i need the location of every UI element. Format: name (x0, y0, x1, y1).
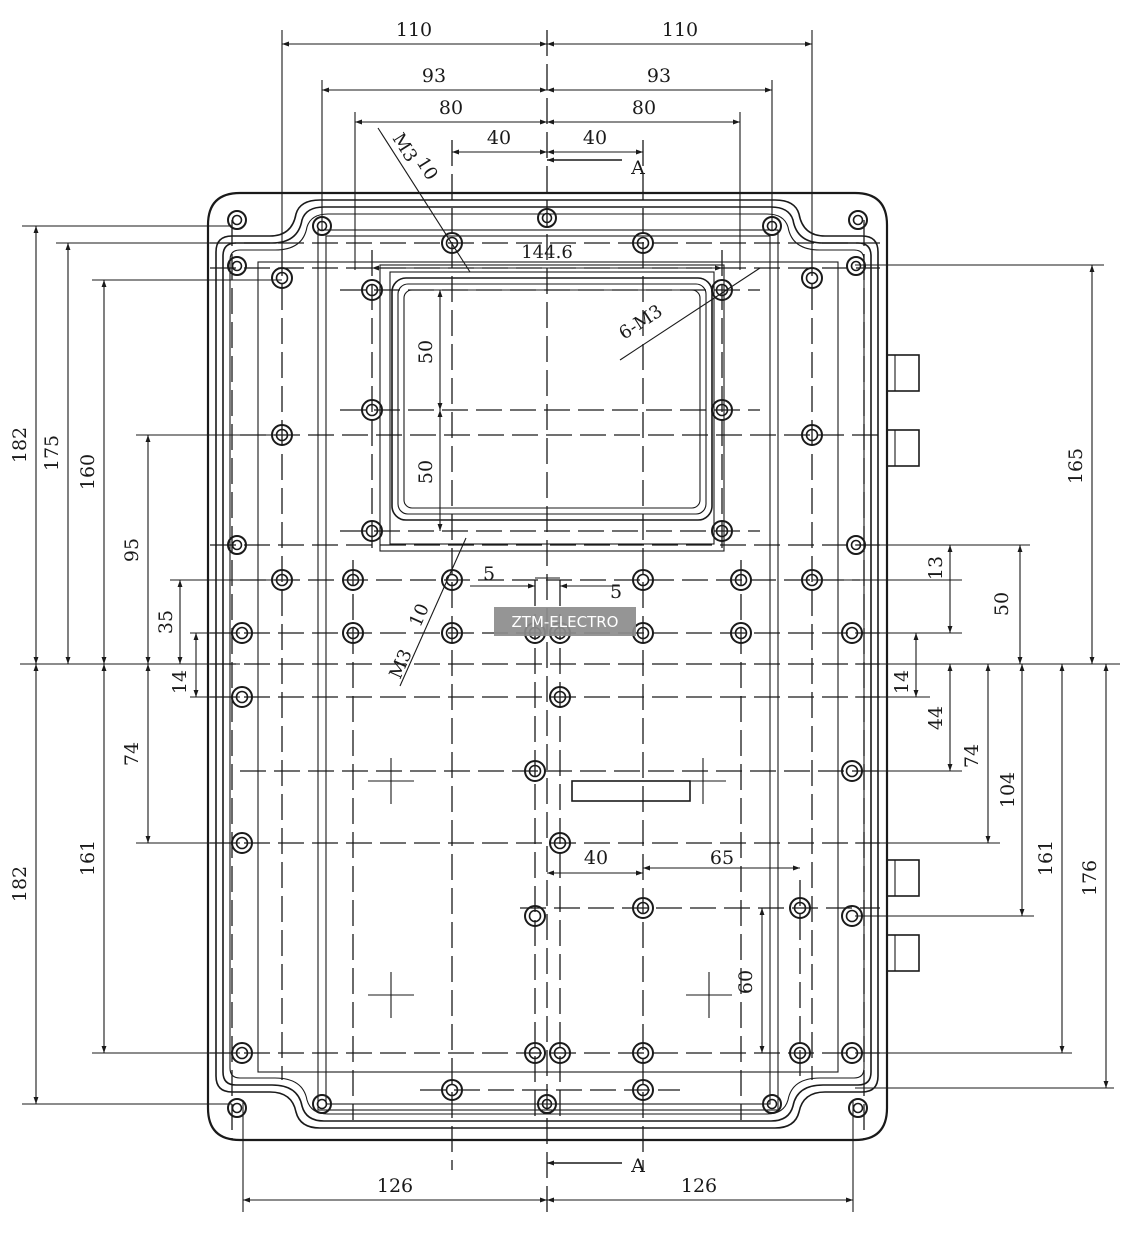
mounting-hole (711, 399, 733, 421)
left-dimensions: 182 175 160 95 35 14 74 161 182 50 50 5 … (9, 225, 622, 1105)
mounting-hole (227, 256, 247, 276)
dim-right-161: 161 (1035, 840, 1057, 876)
dim-right-104: 104 (997, 772, 1019, 808)
dim-mid-5-right: 5 (610, 581, 622, 603)
dim-left-95: 95 (121, 538, 143, 562)
mounting-hole (632, 1042, 654, 1064)
brand-label: ZTM-ELECTRO (512, 613, 619, 631)
mounting-hole (762, 1094, 782, 1114)
dim-top-93-left: 93 (422, 65, 446, 87)
dim-top-110-right: 110 (662, 19, 698, 41)
mounting-hole (342, 569, 364, 591)
mounting-hole (632, 569, 654, 591)
thread-depth-b: 10 (405, 601, 434, 630)
mounting-hole (227, 535, 247, 555)
dim-top-40-right: 40 (583, 127, 607, 149)
dim-right-50: 50 (991, 592, 1013, 616)
thread-depth-a: 10 (412, 154, 442, 185)
mounting-slot (571, 780, 691, 802)
mounting-hole (441, 1079, 463, 1101)
mounting-hole (227, 210, 247, 230)
mounting-hole (312, 1094, 332, 1114)
mounting-hole (524, 760, 546, 782)
right-dimensions: 165 13 50 14 44 74 104 161 176 (812, 264, 1120, 1089)
dim-window-50-top: 50 (415, 340, 437, 364)
dim-right-44: 44 (925, 706, 947, 730)
mounting-hole (632, 232, 654, 254)
dim-window-50-bottom: 50 (415, 460, 437, 484)
mounting-hole (711, 520, 733, 542)
mounting-hole (524, 905, 546, 927)
dim-left-182-bottom: 182 (9, 866, 31, 902)
dim-right-165: 165 (1065, 448, 1087, 484)
mounting-hole (271, 267, 293, 289)
mounting-hole (801, 267, 823, 289)
dim-right-13: 13 (925, 556, 947, 580)
dim-top-80-right: 80 (632, 97, 656, 119)
mounting-hole (361, 279, 383, 301)
dim-bottom-126-right: 126 (681, 1175, 717, 1197)
mounting-hole (789, 1042, 811, 1064)
dim-left-161: 161 (77, 840, 99, 876)
mounting-hole (848, 210, 868, 230)
mounting-hole (730, 622, 752, 644)
cable-gland-connectors (886, 354, 920, 972)
dim-left-160: 160 (77, 454, 99, 490)
mounting-hole (549, 832, 571, 854)
dim-inner-40: 40 (584, 847, 608, 869)
mounting-hole (537, 208, 557, 228)
mounting-hole (789, 897, 811, 919)
mounting-hole (361, 520, 383, 542)
inner-dimensions: 40 65 60 (547, 847, 800, 1053)
thread-label-a: M3 (388, 130, 422, 166)
dim-left-14: 14 (169, 670, 191, 694)
mounting-hole (524, 1042, 546, 1064)
mounting-hole (441, 622, 463, 644)
mounting-hole (227, 1098, 247, 1118)
dim-right-176: 176 (1079, 860, 1101, 896)
mounting-hole (846, 256, 866, 276)
dim-top-93-right: 93 (647, 65, 671, 87)
mounting-hole (537, 1094, 557, 1114)
dim-top-110-left: 110 (396, 19, 432, 41)
dim-top-40-left: 40 (487, 127, 511, 149)
dim-top-80-left: 80 (439, 97, 463, 119)
mounting-hole (730, 569, 752, 591)
brand-watermark: ZTM-ELECTRO (494, 607, 636, 636)
mounting-hole (801, 424, 823, 446)
dim-left-175: 175 (41, 435, 63, 471)
thread-label-c: 6-M3 (615, 301, 666, 344)
mounting-hole (342, 622, 364, 644)
mounting-hole (441, 232, 463, 254)
mounting-hole (549, 686, 571, 708)
mounting-holes (227, 208, 868, 1118)
mounting-hole (632, 1079, 654, 1101)
mounting-hole (361, 399, 383, 421)
dim-inner-65: 65 (710, 847, 734, 869)
crosshair-marks (368, 758, 732, 1018)
dim-bottom-126-left: 126 (377, 1175, 413, 1197)
section-marker-top: A (630, 157, 645, 179)
display-window (379, 264, 725, 552)
bottom-dimensions: 126 126 A (242, 1100, 854, 1212)
thread-label-b: M3 (385, 646, 416, 682)
dim-left-35: 35 (155, 610, 177, 634)
mounting-hole (632, 897, 654, 919)
dim-left-182-top: 182 (9, 427, 31, 463)
dim-right-74: 74 (961, 744, 983, 768)
section-marker-bottom: A (630, 1155, 645, 1177)
dim-mid-5-left: 5 (483, 563, 495, 585)
dim-right-14: 14 (891, 670, 913, 694)
dim-left-74: 74 (121, 742, 143, 766)
dim-inner-60: 60 (735, 970, 757, 994)
dim-window-width: 144.6 (521, 242, 573, 263)
enclosure-body (206, 191, 889, 1142)
mounting-hole (549, 1042, 571, 1064)
